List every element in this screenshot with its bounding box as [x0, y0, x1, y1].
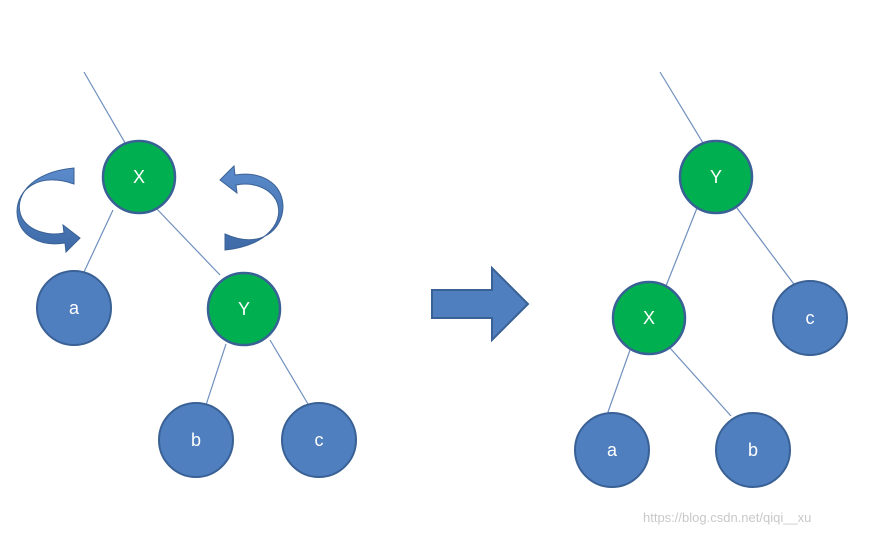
- node-x-after-label: X: [643, 308, 655, 328]
- edge-x-to-a-after: [607, 349, 631, 413]
- edge-root-to-y-after: [659, 71, 704, 144]
- right-arrow-icon: [431, 265, 530, 343]
- edge-x-to-y-before: [154, 206, 221, 276]
- curved-arrow-right-icon: [219, 164, 284, 251]
- node-x-before-circle: [101, 139, 177, 215]
- node-c-after: c: [772, 280, 848, 356]
- node-b-before-label: b: [191, 430, 201, 450]
- node-x-after-circle: [611, 280, 687, 356]
- node-a-before-label: a: [69, 298, 80, 318]
- edge-y-to-b-before: [205, 343, 227, 406]
- node-a-after-circle: [574, 412, 650, 488]
- node-y-before-label: Y: [238, 299, 250, 319]
- node-b-after-circle: [715, 412, 791, 488]
- node-x-after: X: [611, 280, 687, 356]
- before-tree: X a Y b c: [36, 71, 357, 478]
- node-y-after: Y: [678, 139, 754, 215]
- node-c-after-label: c: [806, 308, 815, 328]
- node-y-before: Y: [206, 271, 282, 347]
- edge-y-to-c-before: [269, 339, 309, 405]
- edge-root-to-x-before: [83, 71, 129, 149]
- after-tree: Y X c a b: [574, 71, 848, 488]
- edge-y-to-x-after: [665, 207, 698, 287]
- node-a-before: a: [36, 270, 112, 346]
- watermark-text: https://blog.csdn.net/qiqi__xu: [643, 510, 811, 525]
- node-c-before-label: c: [315, 430, 324, 450]
- curved-arrow-left-icon: [16, 167, 81, 254]
- node-b-before: b: [158, 402, 234, 478]
- edge-x-to-b-after: [669, 347, 732, 417]
- node-b-before-circle: [158, 402, 234, 478]
- node-c-before-circle: [281, 402, 357, 478]
- node-y-after-circle: [678, 139, 754, 215]
- node-x-before-label: X: [133, 167, 145, 187]
- node-y-before-circle: [206, 271, 282, 347]
- node-y-after-label: Y: [710, 167, 722, 187]
- node-b-after: b: [715, 412, 791, 488]
- node-b-after-label: b: [748, 440, 758, 460]
- edge-x-to-a-before: [83, 209, 114, 273]
- node-c-before: c: [281, 402, 357, 478]
- node-x-before: X: [101, 139, 177, 215]
- edge-y-to-c-after: [736, 207, 797, 288]
- node-c-after-circle: [772, 280, 848, 356]
- node-a-after: a: [574, 412, 650, 488]
- node-a-before-circle: [36, 270, 112, 346]
- node-a-after-label: a: [607, 440, 618, 460]
